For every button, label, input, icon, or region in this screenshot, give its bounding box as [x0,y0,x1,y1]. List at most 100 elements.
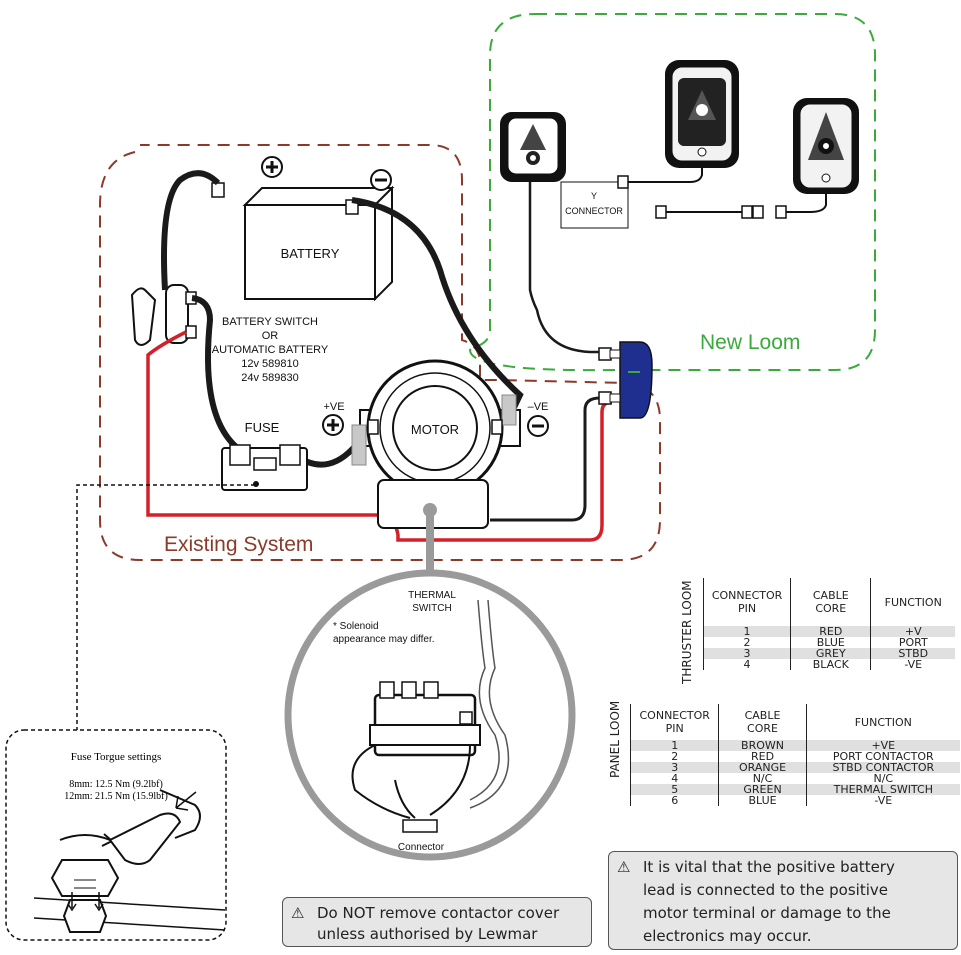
y-connector-label-2: CONNECTOR [565,206,623,216]
panel-loom-name: PANEL LOOM [608,700,622,778]
warning-battery-line-4: electronics may occur. [643,927,812,945]
extension-plug-mid [741,205,753,219]
table-cell: GREEN [718,784,807,795]
minus-icon [370,169,392,191]
control-panel-large [665,60,739,168]
table-cell: BROWN [718,740,807,751]
positive-terminal-label: +VE [323,401,344,413]
table-cell: N/C [805,773,960,784]
warning-battery-line-3: motor terminal or damage to the [643,904,891,922]
table-cell: 3 [702,648,791,659]
right-panel-cable [786,194,827,213]
thruster-header-core: CABLE CORE [790,578,871,626]
battery-label: BATTERY [281,246,340,261]
battery-switch-label-5: 24v 589830 [241,372,299,384]
warning-battery-line-2: lead is connected to the positive [643,881,888,899]
fuse-torque-8mm: 8mm: 12.5 Nm (9.2lbf) [69,779,163,790]
fuse-torque-12mm: 12mm: 21.5 Nm (15.9lbf) [64,791,168,802]
negative-terminal-label: –VE [528,401,549,413]
wrench-illustration [33,789,226,933]
table-cell: 1 [702,626,791,637]
table-cell: 2 [702,637,791,648]
black-wire-negative [351,197,524,422]
table-cell: BLUE [790,637,871,648]
y-connector-label-1: Y [591,191,597,201]
new-loom-label: New Loom [700,331,800,354]
table-cell: 3 [629,762,719,773]
black-wire-battery-to-switch [161,170,221,291]
table-cell: 5 [629,784,719,795]
existing-system-boundary [99,144,661,561]
table-cell: STBD CONTACTOR [805,762,960,773]
red-wire-existing [146,330,613,542]
thermal-switch-label-1: THERMAL [408,590,456,601]
solenoid-note-2: appearance may differ. [333,634,435,645]
panel-header-function: FUNCTION [805,704,960,740]
solenoid [351,599,510,833]
warning-battery-line-1: It is vital that the positive battery [643,858,895,876]
table-cell: BLUE [718,795,807,806]
panel-header-core: CABLE CORE [718,704,807,740]
thermal-switch-label-2: SWITCH [412,603,451,614]
warning-icon: ⚠ [291,904,305,922]
warning-contactor-box: ⚠ Do NOT remove contactor cover unless a… [282,897,592,947]
table-cell: ORANGE [718,762,807,773]
large-panel-cable [628,168,703,183]
right-panel-plug [775,205,787,219]
solenoid-note-1: * Solenoid [333,621,379,632]
table-cell: +V [870,626,955,637]
table-cell: 1 [629,740,719,751]
table-cell: +VE [805,740,960,751]
table-cell: 2 [629,751,719,762]
table-cell: PORT [870,637,955,648]
motor-label: MOTOR [411,422,459,437]
table-cell: 4 [702,659,791,670]
table-cell: PORT CONTACTOR [805,751,960,762]
fuse [221,444,308,491]
existing-system-label: Existing System [164,533,313,556]
large-panel-plug [617,175,629,189]
fuse-torque-title: Fuse Torgue settings [71,751,162,763]
warning-icon: ⚠ [617,858,631,876]
table-cell: THERMAL SWITCH [805,784,960,795]
fuse-label: FUSE [245,420,280,435]
table-cell: -VE [805,795,960,806]
negative-terminal-icon [527,415,549,437]
control-panel-right [793,98,859,194]
warning-battery-box: ⚠ It is vital that the positive battery … [608,851,958,950]
table-cell: STBD [870,648,955,659]
black-wire-switch-to-fuse [191,295,242,453]
table-cell: N/C [718,773,807,784]
battery-switch-label-2: OR [262,330,279,342]
extension-plug-mid-2 [752,205,764,219]
fuse-leader-line [76,484,255,730]
warning-contactor-line-1: Do NOT remove contactor cover [317,904,560,922]
table-cell: RED [790,626,871,637]
plus-icon [261,156,283,178]
battery-switch [130,284,197,346]
table-cell: 6 [629,795,719,806]
table-cell: GREY [790,648,871,659]
thruster-header-function: FUNCTION [870,578,955,626]
y-connector-box [560,181,629,229]
thruster-loom-name: THRUSTER LOOM [680,580,694,684]
table-cell: RED [718,751,807,762]
battery-switch-label-1: BATTERY SWITCH [222,316,318,328]
table-cell: 4 [629,773,719,784]
control-panel-small [500,112,566,182]
connector-label: Connector [398,842,445,853]
battery [211,182,395,302]
table-cell: -VE [870,659,955,670]
motor [351,359,521,529]
